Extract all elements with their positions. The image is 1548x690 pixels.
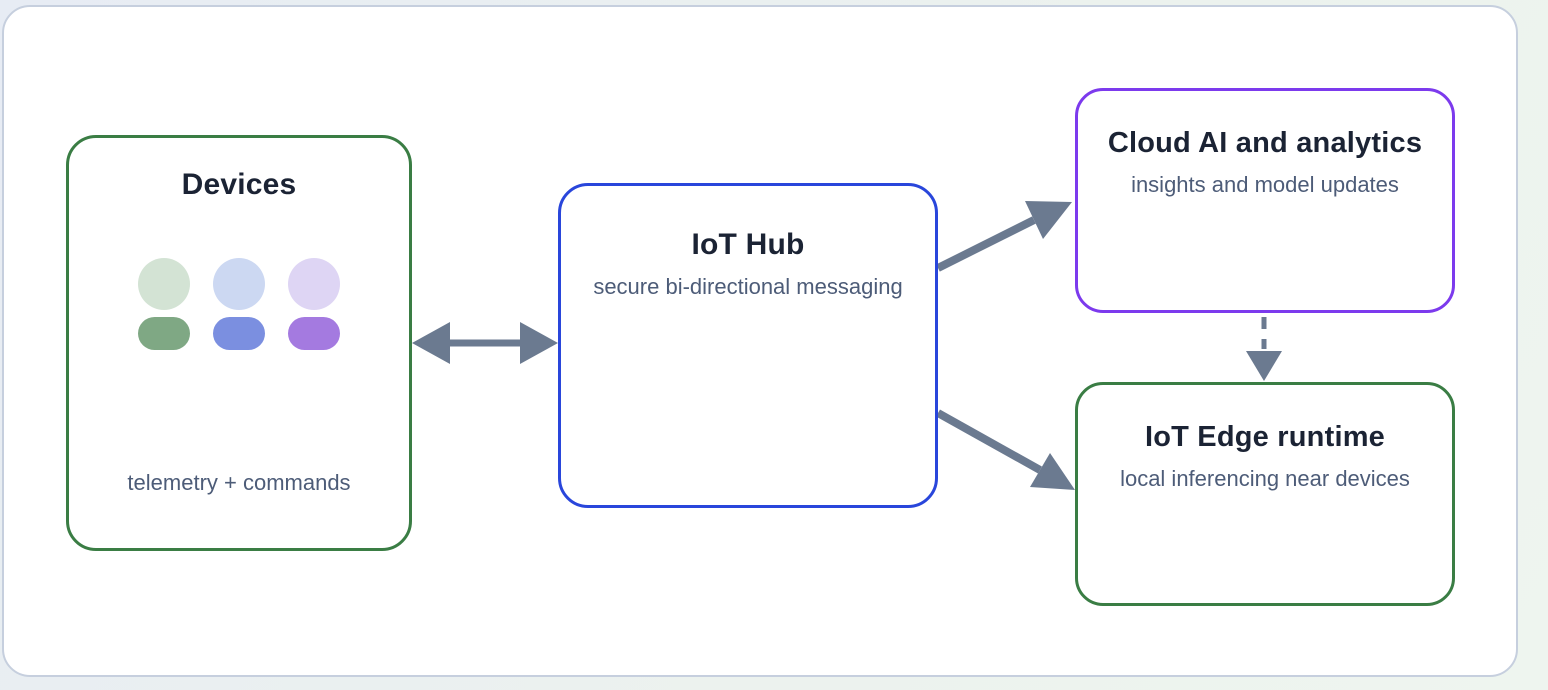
avatar-head-icon bbox=[288, 258, 340, 310]
node-cloud-ai: Cloud AI and analytics insights and mode… bbox=[1075, 88, 1455, 313]
device-avatar bbox=[213, 258, 265, 350]
avatar-body-icon bbox=[288, 317, 340, 350]
device-avatar bbox=[288, 258, 340, 350]
node-iot-hub: IoT Hub secure bi-directional messaging bbox=[558, 183, 938, 508]
iot-edge-caption: local inferencing near devices bbox=[1120, 466, 1410, 491]
iot-edge-title: IoT Edge runtime bbox=[1144, 421, 1386, 453]
avatar-head-icon bbox=[213, 258, 265, 310]
cloud-ai-title: Cloud AI and analytics bbox=[1107, 127, 1423, 159]
node-iot-edge: IoT Edge runtime local inferencing near … bbox=[1075, 382, 1455, 606]
iot-hub-caption: secure bi-directional messaging bbox=[593, 274, 903, 299]
cloud-ai-caption: insights and model updates bbox=[1131, 172, 1399, 197]
node-devices: Devices telemetry + commands bbox=[66, 135, 412, 551]
avatar-body-icon bbox=[138, 317, 190, 350]
device-avatar bbox=[138, 258, 190, 350]
devices-caption: telemetry + commands bbox=[127, 470, 351, 495]
devices-title: Devices bbox=[181, 168, 297, 201]
iot-hub-title: IoT Hub bbox=[691, 228, 805, 261]
avatar-body-icon bbox=[213, 317, 265, 350]
device-avatars-grid bbox=[69, 258, 409, 350]
avatar-head-icon bbox=[138, 258, 190, 310]
